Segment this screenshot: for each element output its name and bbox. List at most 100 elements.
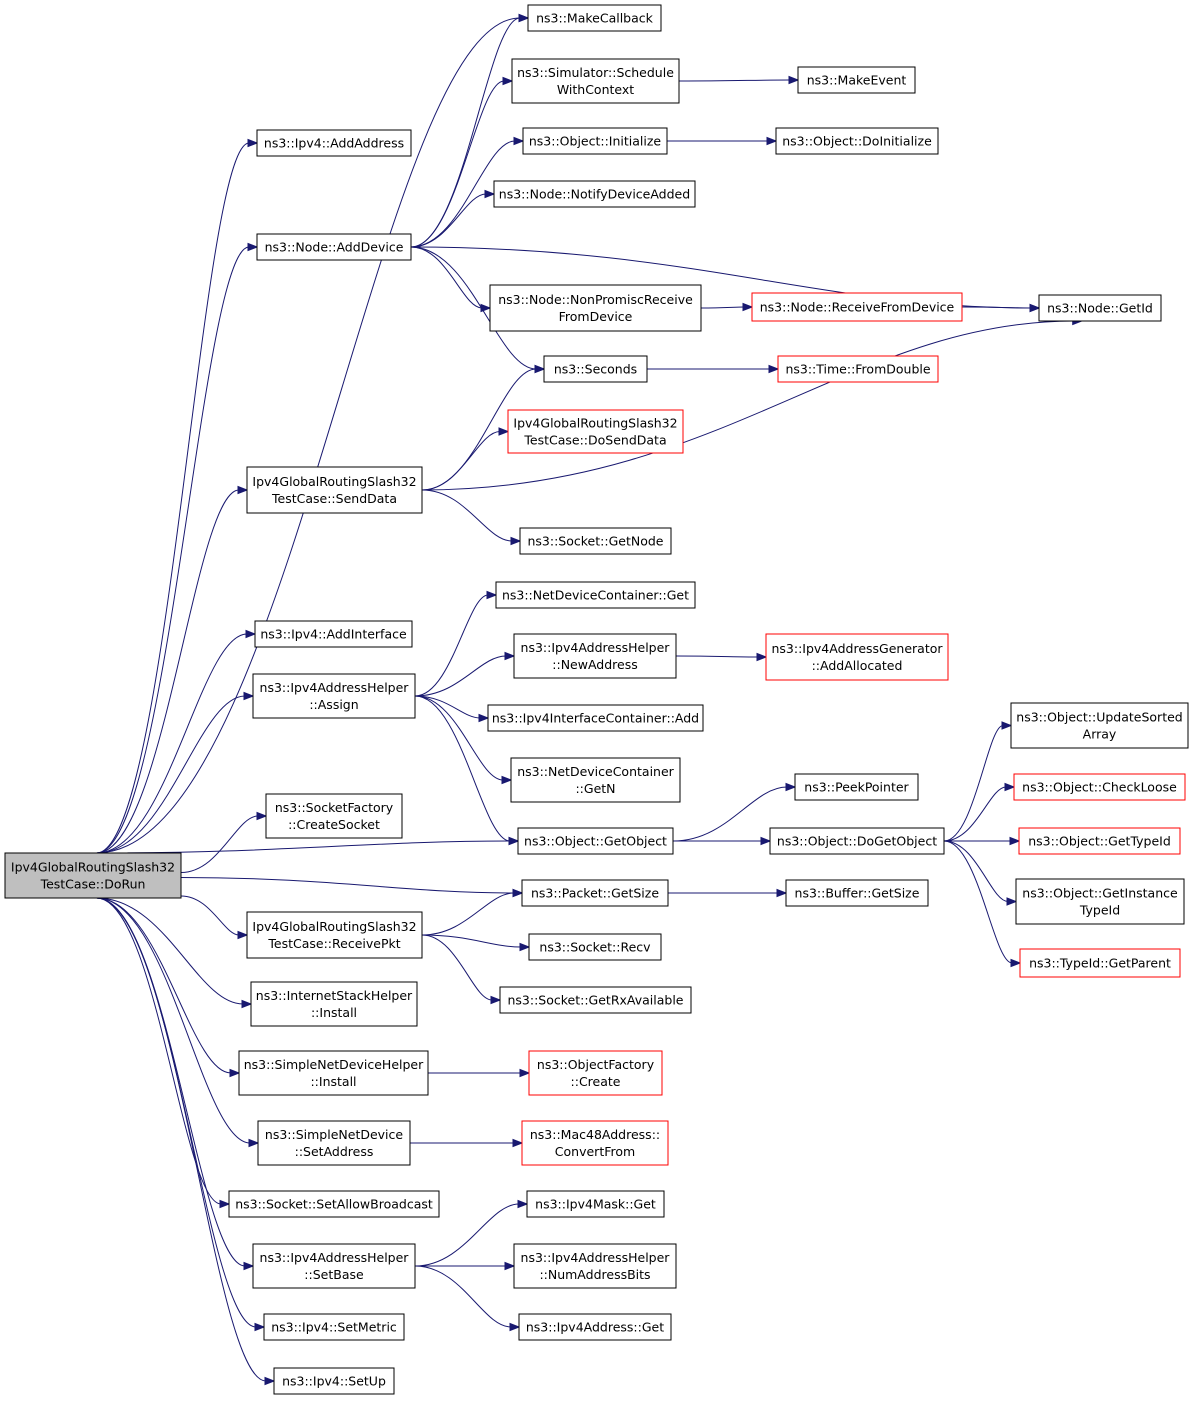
- node-ifcontainer-add[interactable]: ns3::Ipv4InterfaceContainer::Add: [487, 704, 704, 732]
- call-edge-root-to-node_adddevice: [96, 242, 259, 854]
- arrowhead: [490, 995, 502, 1005]
- node-box: [265, 793, 403, 839]
- node-object-initialize[interactable]: ns3::Object::Initialize: [522, 127, 668, 155]
- node-simpledev-setaddress[interactable]: ns3::SimpleNetDevice::SetAddress: [257, 1120, 411, 1166]
- node-label: Ipv4GlobalRoutingSlash32: [252, 474, 416, 489]
- node-addrgen-addallocated[interactable]: ns3::Ipv4AddressGenerator::AddAllocated: [765, 633, 949, 681]
- call-edge-addrhelper_setbase-to-ipv4mask_get: [414, 1199, 529, 1267]
- node-label: ns3::Node::AddDevice: [265, 240, 404, 255]
- node-ipv4-setup[interactable]: ns3::Ipv4::SetUp: [273, 1367, 395, 1395]
- call-edge-root-to-socket_setallowbroadcast: [96, 897, 231, 1209]
- node-addrhelper-newaddress[interactable]: ns3::Ipv4AddressHelper::NewAddress: [513, 633, 677, 679]
- node-socket-recv[interactable]: ns3::Socket::Recv: [528, 933, 662, 961]
- node-label: Ipv4GlobalRoutingSlash32: [11, 860, 175, 875]
- call-edge-receivepkt-to-socket_recv: [421, 934, 531, 952]
- node-dosenddata[interactable]: Ipv4GlobalRoutingSlash32TestCase::DoSend…: [507, 409, 684, 454]
- node-object-dogetobject[interactable]: ns3::Object::DoGetObject: [769, 827, 945, 855]
- node-label: TypeId: [1079, 903, 1120, 918]
- node-senddata[interactable]: Ipv4GlobalRoutingSlash32TestCase::SendDa…: [246, 466, 423, 514]
- call-edge-addrhelper_setbase-to-ipv4address_get: [414, 1265, 521, 1332]
- node-netdevcontainer-get[interactable]: ns3::NetDeviceContainer::Get: [495, 581, 696, 609]
- node-object-gettypeid[interactable]: ns3::Object::GetTypeId: [1018, 827, 1181, 855]
- arrowhead: [248, 1138, 260, 1148]
- node-addrhelper-setbase[interactable]: ns3::Ipv4AddressHelper::SetBase: [252, 1243, 416, 1289]
- arrowhead: [519, 1068, 531, 1078]
- node-node-notifydeviceadded[interactable]: ns3::Node::NotifyDeviceAdded: [493, 180, 696, 208]
- node-receivepkt[interactable]: Ipv4GlobalRoutingSlash32TestCase::Receiv…: [246, 911, 423, 959]
- node-box: [1019, 948, 1181, 978]
- call-edge-addrhelper_assign-to-netdevcontainer_get: [414, 590, 498, 697]
- node-label: ns3::Object::Initialize: [529, 134, 662, 149]
- node-ipv4-setmetric[interactable]: ns3::Ipv4::SetMetric: [263, 1313, 405, 1341]
- node-makecallback[interactable]: ns3::MakeCallback: [527, 4, 662, 32]
- node-object-checkloose[interactable]: ns3::Object::CheckLoose: [1013, 773, 1186, 801]
- call-edge-root-to-ipv4_setup: [96, 897, 276, 1386]
- arrowhead: [1004, 782, 1016, 792]
- node-label: ::Install: [311, 1005, 357, 1020]
- node-ipv4-addinterface[interactable]: ns3::Ipv4::AddInterface: [254, 620, 413, 648]
- node-peekpointer[interactable]: ns3::PeekPointer: [794, 773, 919, 801]
- arrowhead: [504, 1261, 516, 1271]
- node-addrhelper-numaddressbits[interactable]: ns3::Ipv4AddressHelper::NumAddressBits: [513, 1243, 677, 1289]
- arrowhead: [776, 888, 788, 898]
- node-socket-setallowbroadcast[interactable]: ns3::Socket::SetAllowBroadcast: [228, 1190, 440, 1218]
- call-edge-root-to-ipv4_setmetric: [96, 897, 266, 1332]
- node-box: [4, 852, 182, 899]
- node-mac48-convertfrom[interactable]: ns3::Mac48Address::ConvertFrom: [521, 1120, 669, 1166]
- call-edge-receivepkt-to-socket_getrxavailable: [421, 934, 502, 1005]
- node-label: ns3::ObjectFactory: [537, 1057, 655, 1072]
- node-box: [499, 986, 692, 1014]
- arrowhead: [1029, 303, 1041, 313]
- arrowhead: [760, 836, 772, 846]
- node-packet-getsize[interactable]: ns3::Packet::GetSize: [521, 879, 669, 907]
- node-object-doinitialize[interactable]: ns3::Object::DoInitialize: [775, 127, 939, 155]
- node-box: [519, 527, 672, 555]
- arrowhead: [241, 999, 253, 1009]
- node-seconds[interactable]: ns3::Seconds: [543, 355, 648, 383]
- node-label: ns3::Ipv4AddressHelper: [260, 1250, 410, 1265]
- node-buffer-getsize[interactable]: ns3::Buffer::GetSize: [785, 879, 929, 907]
- node-box: [1010, 702, 1189, 749]
- call-edge-seconds-to-time_fromdouble: [647, 364, 780, 374]
- node-ipv4address-get[interactable]: ns3::Ipv4Address::Get: [518, 1313, 672, 1341]
- node-label: Ipv4GlobalRoutingSlash32: [252, 919, 416, 934]
- node-label: ns3::Object::GetObject: [524, 834, 667, 849]
- call-edge-receivepkt-to-packet_getsize: [421, 888, 524, 936]
- node-time-fromdouble[interactable]: ns3::Time::FromDouble: [777, 355, 939, 383]
- node-addrhelper-assign[interactable]: ns3::Ipv4AddressHelper::Assign: [252, 673, 416, 719]
- node-simplehelper-install[interactable]: ns3::SimpleNetDeviceHelper::Install: [238, 1050, 429, 1096]
- node-label: ns3::SimpleNetDevice: [265, 1127, 403, 1142]
- node-objectfactory-create[interactable]: ns3::ObjectFactory::Create: [528, 1050, 663, 1096]
- node-typeid-getparent[interactable]: ns3::TypeId::GetParent: [1019, 948, 1181, 978]
- node-label: ns3::SocketFactory: [275, 800, 394, 815]
- node-box: [797, 66, 916, 94]
- node-object-getobject[interactable]: ns3::Object::GetObject: [517, 827, 674, 855]
- node-label: ns3::MakeCallback: [536, 11, 654, 26]
- node-label: TestCase::SendData: [271, 491, 397, 506]
- arrowhead: [504, 651, 516, 661]
- node-node-adddevice[interactable]: ns3::Node::AddDevice: [256, 233, 412, 261]
- node-ipv4-addaddress[interactable]: ns3::Ipv4::AddAddress: [256, 129, 412, 157]
- node-node-receivefromdevice[interactable]: ns3::Node::ReceiveFromDevice: [751, 292, 963, 322]
- node-internetstack-install[interactable]: ns3::InternetStackHelper::Install: [250, 981, 418, 1027]
- node-netdevcontainer-getn[interactable]: ns3::NetDeviceContainer::GetN: [510, 757, 681, 803]
- call-edge-node_receivefromdevice-to-node_getid: [961, 303, 1041, 313]
- node-label: ns3::Object::GetTypeId: [1028, 834, 1171, 849]
- node-label: ns3::NetDeviceContainer: [517, 764, 674, 779]
- node-node-getid[interactable]: ns3::Node::GetId: [1038, 294, 1162, 322]
- node-socket-getrxavailable[interactable]: ns3::Socket::GetRxAvailable: [499, 986, 692, 1014]
- node-makeevent[interactable]: ns3::MakeEvent: [797, 66, 916, 94]
- arrowhead: [498, 427, 510, 436]
- node-ipv4mask-get[interactable]: ns3::Ipv4Mask::Get: [526, 1190, 665, 1218]
- node-label: ns3::Socket::SetAllowBroadcast: [235, 1197, 433, 1212]
- call-edge-root-to-socketfactory_create: [180, 811, 268, 873]
- arrowhead: [788, 75, 800, 85]
- node-box: [527, 4, 662, 32]
- node-label: ConvertFrom: [555, 1144, 635, 1159]
- node-socketfactory-create[interactable]: ns3::SocketFactory::CreateSocket: [265, 793, 403, 839]
- node-socket-getnode[interactable]: ns3::Socket::GetNode: [519, 527, 672, 555]
